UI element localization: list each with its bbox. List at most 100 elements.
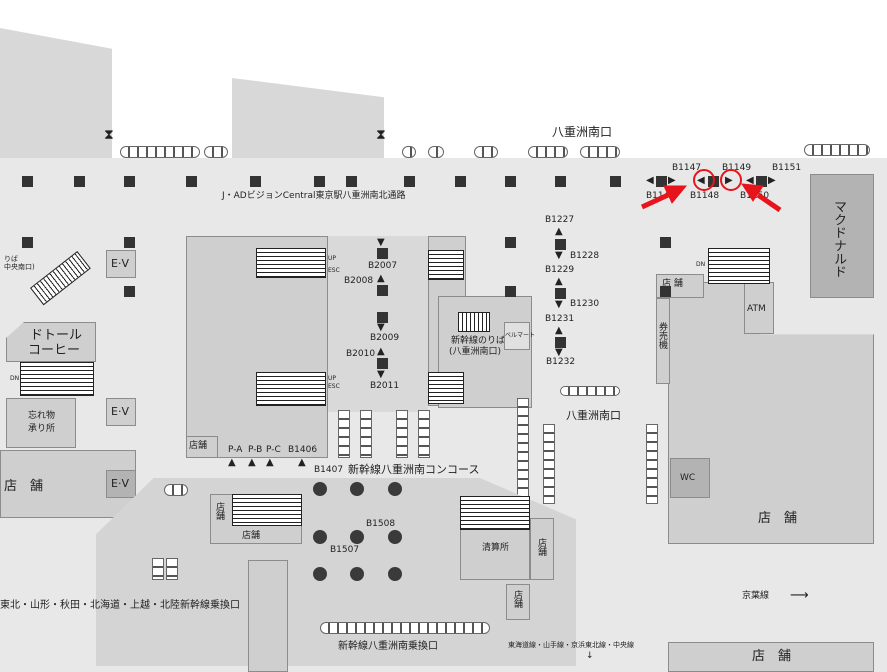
dn-left: DN <box>10 375 20 382</box>
column-7 <box>313 567 327 581</box>
highlight-ring-left <box>693 169 715 191</box>
b1228-label: B1228 <box>570 251 600 261</box>
stairs-right <box>708 248 770 284</box>
gate-top-3 <box>402 146 416 158</box>
b2011-arrow: ▼ <box>377 369 385 380</box>
b1231-label: B1231 <box>545 314 575 324</box>
pillar-t5 <box>250 176 261 187</box>
gate-top-2 <box>204 146 228 158</box>
jad-passage-label: J・ADビジョンCentral東京駅八重洲南北通路 <box>222 191 406 201</box>
b1148-label: B1148 <box>690 191 720 201</box>
column-4 <box>313 530 327 544</box>
pillar-t10 <box>505 176 516 187</box>
bottom-right-shop-block <box>668 642 874 672</box>
shinkansen-transfer-south-label: 新幹線八重洲南乗換口 <box>338 641 438 652</box>
gate-concourse-2 <box>360 410 372 458</box>
doutor-label-2: コーヒー <box>28 343 81 358</box>
b1231-arrow: ▲ <box>555 325 563 336</box>
esc-sign-2: ESC <box>328 383 340 390</box>
b1149-label: B1149 <box>722 163 752 173</box>
column-2 <box>350 482 364 496</box>
mcdonalds-block <box>810 174 874 298</box>
pillar-t11 <box>555 176 566 187</box>
shop-right-upper: 店 舗 <box>662 279 683 289</box>
highlight-ring-right <box>720 169 742 191</box>
atm-label: ATM <box>747 304 766 314</box>
b1232-label: B1232 <box>546 357 576 367</box>
gate-top-6 <box>528 146 568 158</box>
ev-3-box <box>106 470 136 498</box>
keiyo-line-label: 京葉線 <box>742 591 770 601</box>
b2011-label: B2011 <box>370 381 400 391</box>
pillar-t8 <box>404 176 415 187</box>
dn-right: DN <box>696 261 706 268</box>
tokaido-lines-label: 東海道線・山手線・京浜東北線・中央線 <box>508 641 634 649</box>
b2007-arrow: ▼ <box>377 237 385 248</box>
lost-found-1: 忘れ物 <box>28 411 56 421</box>
shinkansen-concourse-label: 新幹線八重洲南コンコース <box>348 463 480 476</box>
pillar-b1147 <box>656 176 667 187</box>
wc-block <box>670 458 710 498</box>
wc-label: WC <box>680 473 696 483</box>
riba-label-1: りば <box>4 255 18 263</box>
stairs-central-top <box>256 248 326 278</box>
pc-label: P-C <box>266 445 281 455</box>
seisan-shop-box <box>530 518 554 580</box>
b1147-arrow: ▶ <box>668 175 676 186</box>
b2008-label: B2008 <box>344 276 374 286</box>
pa-label: P-A <box>228 445 243 455</box>
gate-concourse-4 <box>418 410 430 458</box>
stairs-concourse-right <box>460 496 530 530</box>
column-8 <box>350 567 364 581</box>
gate-left-small-2 <box>166 558 178 580</box>
b1147-label: B1147 <box>672 163 702 173</box>
column-1 <box>313 482 327 496</box>
concourse-left-shop-v: 店舗 <box>214 502 224 520</box>
gate-concourse-7 <box>646 424 658 504</box>
gate-concourse-6 <box>543 424 555 504</box>
b1406-arrow: ▲ <box>298 457 306 468</box>
mcdonalds-label: マクドナルド <box>831 200 846 278</box>
yaesu-south-exit-mid: 八重洲南口 <box>566 409 621 422</box>
up-sign-2: UP <box>328 375 337 382</box>
b2009-pillar <box>377 312 388 323</box>
lost-found-block <box>6 398 76 448</box>
b2010-arrow: ▲ <box>377 346 385 357</box>
pillar-t3 <box>124 176 135 187</box>
stairs-central-right-top <box>428 250 464 280</box>
riba-label-2: 中央南口) <box>4 263 35 271</box>
pillar-r7 <box>660 286 671 297</box>
b1230-label: B1230 <box>570 299 600 309</box>
b1227-label: B1227 <box>545 215 575 225</box>
up-sign-1: UP <box>328 255 337 262</box>
b1150-label: B1150 <box>740 191 770 201</box>
shinkansen-platform-label: 新幹線のりば <box>451 336 506 346</box>
gate-concourse-1 <box>338 410 350 458</box>
pillar-t4 <box>186 176 197 187</box>
pillar-r6 <box>124 286 135 297</box>
pillar-r2 <box>124 237 135 248</box>
central-shop-small-label: 店舗 <box>189 441 208 451</box>
concourse-left-shop-h: 店舗 <box>242 531 261 541</box>
pillar-t6 <box>314 176 325 187</box>
b1232-pillar <box>555 337 566 348</box>
bellmark-label: ベルマート <box>505 332 536 339</box>
gate-concourse-3 <box>396 410 408 458</box>
lower-shop-box <box>506 584 530 620</box>
pillar-t9 <box>455 176 466 187</box>
b1146-arrow: ◀ <box>646 175 654 186</box>
ticket-machine-box <box>656 298 670 384</box>
ev-1-box <box>106 250 136 278</box>
pillar-r1 <box>22 237 33 248</box>
pillar-r4 <box>660 237 671 248</box>
central-shop-small <box>186 436 218 458</box>
gate-mid-1 <box>560 386 620 396</box>
gate-top-5 <box>474 146 498 158</box>
bellmark-box <box>504 322 530 350</box>
bowtie-mid: ⧗ <box>376 127 386 143</box>
b2007-label: B2007 <box>368 261 398 271</box>
b1228-arrow: ▼ <box>555 250 563 261</box>
b2009-label: B2009 <box>370 333 400 343</box>
doutor-block <box>6 322 96 362</box>
